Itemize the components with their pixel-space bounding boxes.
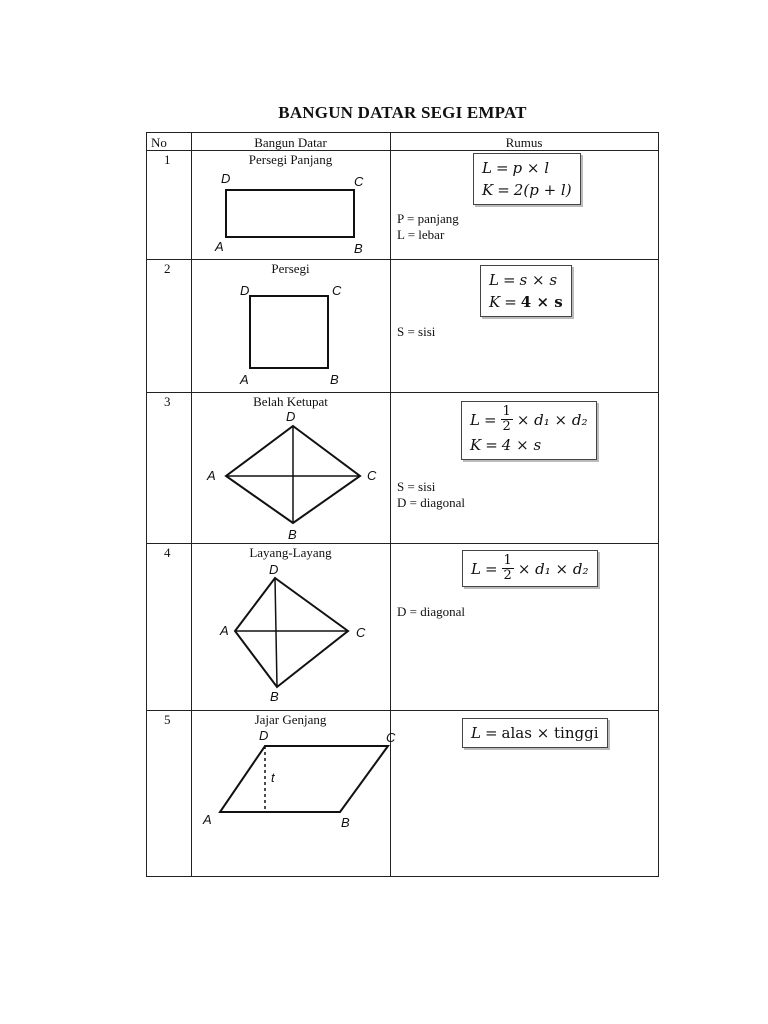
vertex-label: t — [271, 770, 276, 785]
vertex-label: D — [221, 171, 230, 186]
vertex-label: A — [239, 372, 249, 387]
rhombus-figure: D A C B — [206, 409, 377, 542]
row-number: 2 — [164, 261, 171, 276]
formula-box: L=alas × tinggi — [462, 718, 608, 748]
shape-name: Jajar Genjang — [254, 712, 327, 727]
header-bangun-datar: Bangun Datar — [254, 135, 327, 150]
parallelogram-shape — [218, 745, 390, 813]
formula-description: P = panjang L = lebar — [397, 211, 459, 242]
row-divider — [146, 543, 659, 544]
column-divider — [191, 132, 192, 877]
header-divider — [146, 150, 659, 151]
header-rumus: Rumus — [505, 135, 543, 150]
vertex-label: C — [354, 174, 364, 189]
formula-description: S = sisi D = diagonal — [397, 479, 465, 510]
table-border-left — [146, 132, 147, 877]
vertex-label: C — [332, 283, 342, 298]
vertex-label: D — [269, 562, 278, 577]
shape-name: Belah Ketupat — [253, 394, 328, 409]
row-number: 4 — [164, 545, 171, 560]
vertex-label: B — [270, 689, 279, 704]
vertex-label: A — [214, 239, 224, 254]
vertex-label: D — [259, 728, 268, 743]
vertex-label: C — [356, 625, 366, 640]
vertex-label: C — [386, 730, 396, 745]
column-divider — [390, 132, 391, 877]
vertex-label: D — [240, 283, 249, 298]
row-number: 5 — [164, 712, 171, 727]
formula-box: L=p × l K=2(p + l) — [473, 153, 581, 205]
table-border-bottom — [146, 876, 659, 877]
vertex-label: B — [354, 241, 363, 256]
row-number: 3 — [164, 394, 171, 409]
rectangle-figure: D C A B — [214, 171, 364, 256]
row-divider — [146, 259, 659, 260]
vertex-label: A — [202, 812, 212, 827]
rectangle-shape — [225, 189, 355, 238]
shape-name: Persegi Panjang — [248, 152, 333, 167]
vertex-label: B — [330, 372, 339, 387]
shape-name: Layang-Layang — [249, 545, 332, 560]
vertex-label: C — [367, 468, 377, 483]
vertex-label: B — [288, 527, 297, 542]
parallelogram-figure: D C t A B — [202, 728, 396, 830]
page-title: BANGUN DATAR SEGI EMPAT — [278, 103, 527, 122]
row-divider — [146, 710, 659, 711]
table-border-top — [146, 132, 659, 133]
kite-shape — [233, 576, 350, 689]
formula-box: L=s × s K=4 × s — [480, 265, 572, 317]
table-border-right — [658, 132, 659, 877]
diagonal-line — [274, 577, 278, 688]
row-divider — [146, 392, 659, 393]
square-figure: D C A B — [239, 283, 342, 387]
formula-description: S = sisi — [397, 324, 436, 339]
vertex-label: B — [341, 815, 350, 830]
vertex-label: D — [286, 409, 295, 424]
kite-figure: D A C B — [219, 562, 366, 704]
vertex-label: A — [206, 468, 216, 483]
shape-name: Persegi — [271, 261, 310, 276]
square-shape — [249, 295, 329, 369]
row-number: 1 — [164, 152, 171, 167]
vertex-label: A — [219, 623, 229, 638]
formula-description: D = diagonal — [397, 604, 465, 619]
header-no: No — [151, 135, 167, 150]
